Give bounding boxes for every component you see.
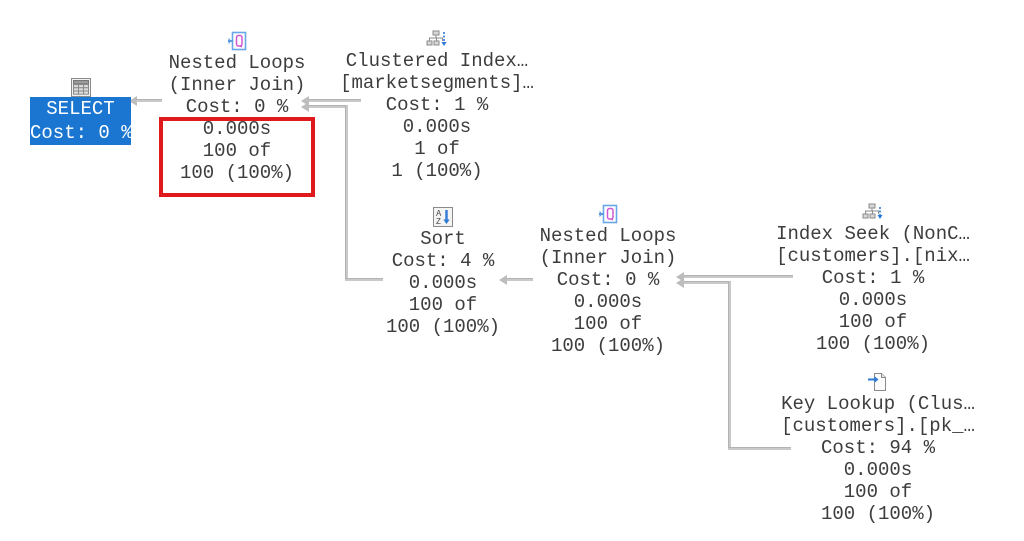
- nested-loops-icon: [147, 30, 327, 52]
- connector-nested-loops-2: [507, 278, 533, 281]
- plan-node-select[interactable]: [30, 76, 131, 98]
- plan-node-sort[interactable]: A Z Sort Cost: 4 % 0.000s 100 of 100 (10…: [363, 206, 523, 338]
- connector-lookup-elbow-bottom: [728, 447, 791, 450]
- connector-clustered-index: [309, 99, 361, 102]
- plan-node-nested-loops-1[interactable]: Nested Loops (Inner Join) Cost: 0 % 0.00…: [147, 30, 327, 184]
- connector-index-seek: [684, 275, 793, 278]
- node-time: 0.000s: [402, 116, 472, 138]
- node-rows-actual: 100 of: [843, 481, 913, 503]
- node-cost: Cost: 4 %: [391, 250, 495, 272]
- node-rows-estimate: 100 (100%): [820, 503, 936, 525]
- node-rows-actual: 100 of: [573, 313, 643, 335]
- node-title: Sort: [420, 228, 466, 250]
- plan-node-clustered-index-scan[interactable]: Clustered Index… [marketsegments]… Cost:…: [337, 28, 537, 182]
- connector-select: [136, 99, 162, 102]
- node-rows-estimate: 100 (100%): [385, 316, 501, 338]
- node-title: Clustered Index…: [345, 50, 529, 72]
- node-rows-estimate: 100 (100%): [179, 162, 295, 184]
- connector-lookup-elbow-top: [684, 281, 731, 284]
- result-grid-icon: [30, 76, 131, 98]
- node-object: [customers].[nix…: [776, 245, 970, 267]
- node-cost: Cost: 0 %: [185, 96, 289, 118]
- node-cost: Cost: 0 %: [556, 269, 660, 291]
- node-rows-actual: 1 of: [414, 138, 460, 160]
- node-title: Index Seek (NonC…: [776, 223, 970, 245]
- connector-lookup-elbow-vertical: [728, 281, 731, 450]
- arrow-to-select: [129, 96, 137, 106]
- node-time: 0.000s: [843, 459, 913, 481]
- node-subtitle: (Inner Join): [539, 247, 677, 269]
- plan-node-nested-loops-2[interactable]: Nested Loops (Inner Join) Cost: 0 % 0.00…: [518, 203, 698, 357]
- node-cost: Cost: 1 %: [821, 267, 925, 289]
- node-time: 0.000s: [838, 289, 908, 311]
- node-cost: Cost: 94 %: [820, 437, 936, 459]
- arrow-to-sort: [499, 275, 507, 285]
- svg-text:Z: Z: [436, 217, 441, 226]
- node-object: [customers].[pk_…: [781, 415, 975, 437]
- sort-icon: A Z: [363, 206, 523, 228]
- node-rows-estimate: 100 (100%): [815, 333, 931, 355]
- node-title: SELECT: [46, 98, 115, 120]
- plan-node-key-lookup[interactable]: Key Lookup (Clus… [customers].[pk_… Cost…: [768, 371, 988, 525]
- node-cost: Cost: 1 %: [385, 94, 489, 116]
- connector-sort-elbow-vertical: [345, 105, 348, 281]
- node-rows-actual: 100 of: [408, 294, 478, 316]
- index-seek-icon: [763, 201, 983, 223]
- connector-sort-elbow-bottom: [345, 278, 383, 281]
- key-lookup-icon: [768, 371, 988, 393]
- arrow-to-nested-loops-2-top: [676, 272, 684, 282]
- node-title: Nested Loops: [168, 52, 306, 74]
- plan-node-index-seek[interactable]: Index Seek (NonC… [customers].[nix… Cost…: [763, 201, 983, 355]
- plan-node-select-box[interactable]: SELECT Cost: 0 %: [30, 97, 133, 145]
- svg-text:A: A: [436, 209, 442, 218]
- node-time: 0.000s: [408, 272, 478, 294]
- connector-sort-elbow-top: [309, 105, 348, 108]
- node-time: 0.000s: [573, 291, 643, 313]
- node-title: Key Lookup (Clus…: [781, 393, 975, 415]
- node-rows-actual: 100 of: [202, 140, 272, 162]
- node-subtitle: (Inner Join): [168, 74, 306, 96]
- node-rows-actual: 100 of: [838, 311, 908, 333]
- node-time: 0.000s: [202, 118, 272, 140]
- node-title: Nested Loops: [539, 225, 677, 247]
- arrow-to-nested-loops-1-top: [301, 96, 309, 106]
- node-object: [marketsegments]…: [340, 72, 534, 94]
- node-rows-estimate: 100 (100%): [550, 335, 666, 357]
- arrow-to-nested-loops-2-bottom: [676, 278, 684, 288]
- arrow-to-nested-loops-1-bottom: [301, 102, 309, 112]
- node-rows-estimate: 1 (100%): [391, 160, 483, 182]
- clustered-index-scan-icon: [337, 28, 537, 50]
- nested-loops-icon: [518, 203, 698, 225]
- node-cost: Cost: 0 %: [30, 122, 133, 144]
